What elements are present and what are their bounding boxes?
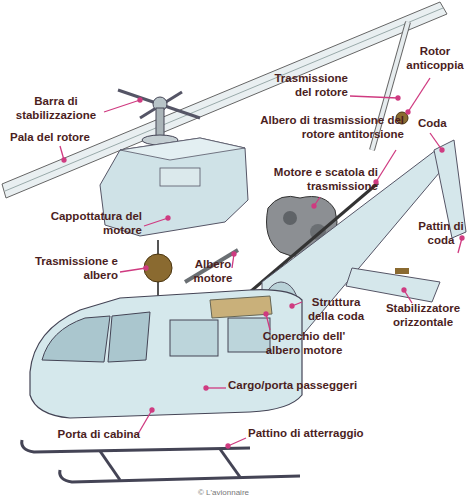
leader-lines-part: [104, 100, 140, 112]
leader-lines-part: [460, 236, 464, 240]
part-label: Albero di trasmissione del rotore antito…: [228, 114, 404, 142]
part-label: Cappottatura del motore: [36, 210, 142, 238]
leader-lines-part: [430, 133, 442, 150]
leader-lines-part: [144, 266, 148, 270]
part-label: Stabilizzatore orizzontale: [375, 302, 471, 330]
leader-lines-part: [290, 304, 294, 308]
fuselage-part: [42, 316, 110, 362]
engine-cowling-part: [120, 138, 245, 160]
fuselage-part: [30, 290, 302, 418]
part-label: Rotor anticoppia: [400, 45, 470, 73]
transmission-ball-part: [144, 254, 172, 282]
leader-lines-part: [144, 218, 168, 226]
leader-lines-part: [226, 444, 230, 448]
part-label: Trasmissione del rotore: [256, 72, 348, 100]
leader-lines-part: [228, 438, 246, 446]
part-label: Pattino di atterraggio: [248, 427, 408, 441]
horizontal-stabilizer-part: [395, 268, 409, 274]
engine-cowling-part: [160, 168, 200, 186]
landing-skids-part: [22, 440, 250, 452]
part-label: Motore e scatola di trasmissione: [246, 166, 378, 194]
part-label: Albero motore: [184, 258, 242, 286]
part-label: Barra di stabilizzazione: [10, 95, 102, 123]
part-label: Pattin di coda: [412, 220, 470, 248]
leader-lines-part: [312, 204, 316, 208]
fuselage-part: [170, 320, 218, 356]
leader-lines-part: [440, 148, 444, 152]
landing-skids-part: [220, 449, 240, 477]
leader-lines-part: [396, 96, 400, 100]
part-label: Cargo/porta passeggeri: [228, 379, 398, 393]
leader-lines-part: [406, 110, 410, 114]
leader-lines-part: [62, 158, 66, 162]
rotor-mast-part: [156, 108, 164, 138]
transmission-ball: [144, 240, 172, 300]
part-label: Coda: [418, 117, 458, 131]
leader-lines-part: [166, 216, 170, 220]
rotor-mast: [142, 108, 178, 145]
leader-lines-part: [150, 408, 154, 412]
leader-lines-part: [350, 96, 398, 98]
part-label: Pala del rotore: [10, 131, 110, 145]
leader-lines: [60, 78, 464, 448]
landing-skids-part: [100, 451, 120, 480]
leader-lines-part: [206, 387, 226, 388]
leader-lines-part: [138, 410, 152, 434]
leader-lines-part: [402, 288, 406, 292]
leader-lines-part: [232, 252, 236, 256]
fuselage: [30, 290, 302, 418]
landing-skids: [22, 440, 300, 482]
fuselage-part: [108, 312, 150, 362]
watermark: © L'avionnaire: [198, 488, 288, 498]
part-label: Coperchio dell' albero motore: [250, 330, 358, 358]
leader-lines-part: [408, 78, 430, 112]
landing-skids-part: [60, 470, 300, 482]
leader-lines-part: [138, 98, 142, 102]
part-label: Trasmissione e albero: [16, 255, 118, 283]
engine-gearbox-part: [283, 211, 297, 225]
leader-lines-part: [376, 150, 396, 182]
leader-lines-part: [264, 312, 268, 316]
part-label: Struttura della coda: [298, 296, 374, 324]
fuselage-part: [210, 296, 272, 318]
part-label: Porta di cabina: [34, 428, 140, 442]
leader-lines-part: [120, 268, 146, 272]
leader-lines-part: [204, 386, 208, 390]
